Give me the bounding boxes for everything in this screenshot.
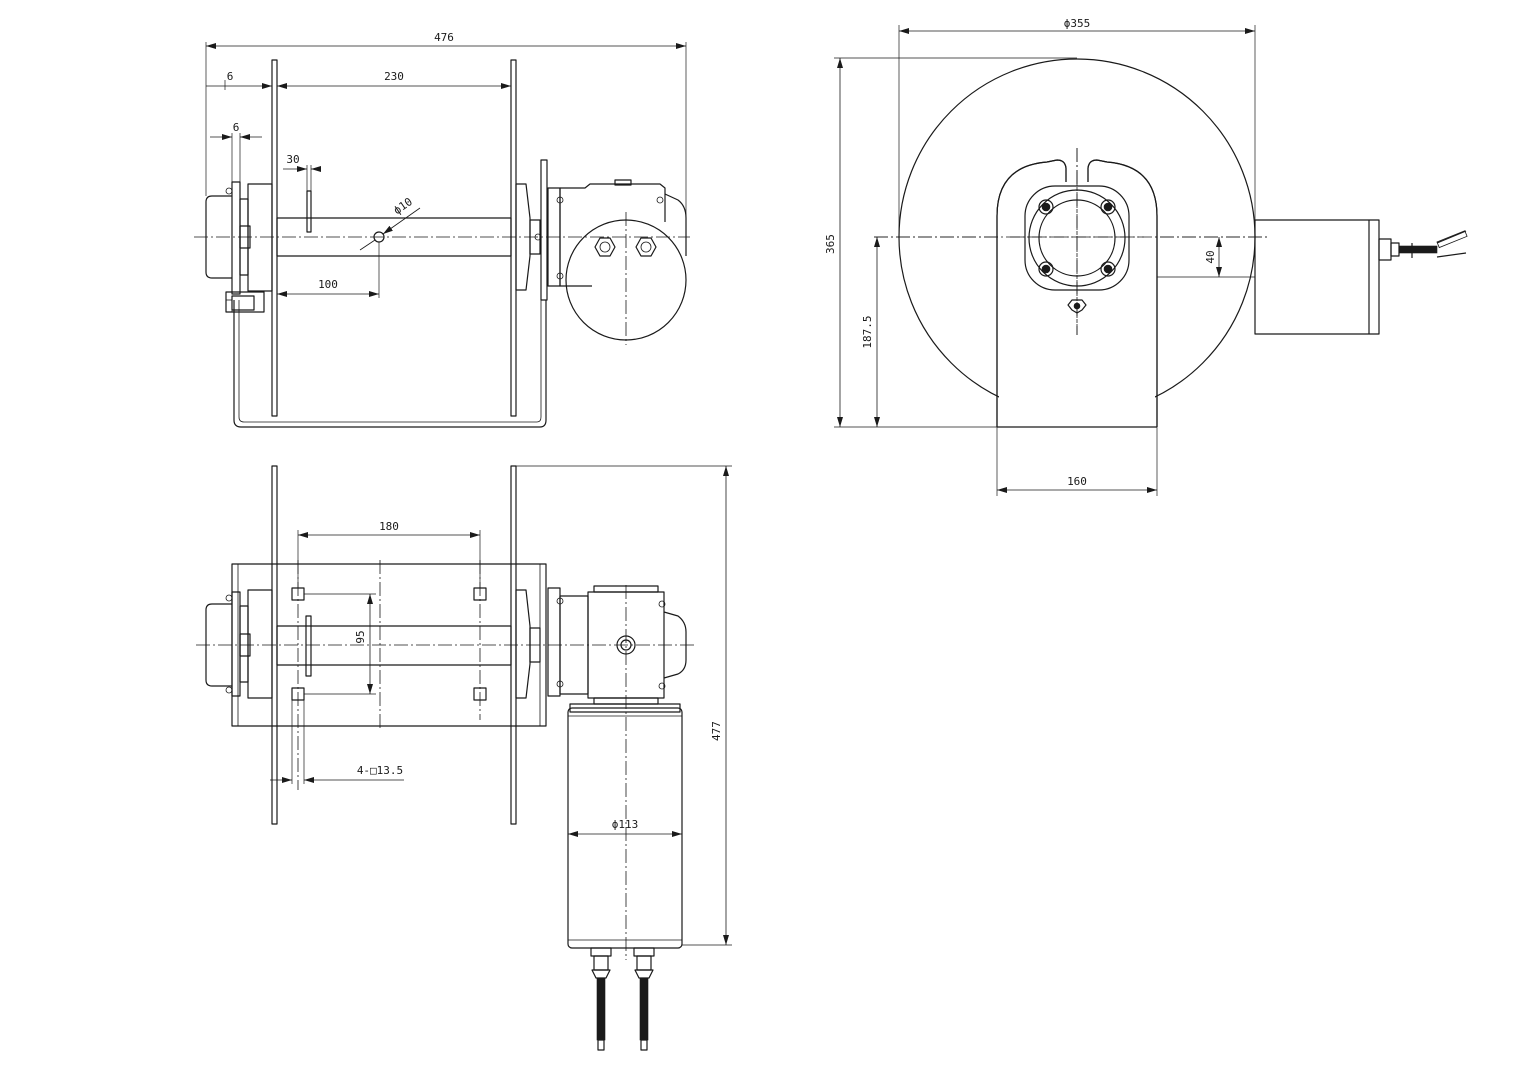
- drum-core-front: [276, 625, 512, 666]
- dim-motor-diameter: ϕ113: [612, 818, 639, 831]
- bottom-view: 180 95 4-□13.5 ϕ113 477: [196, 465, 732, 1051]
- gland-bolt-right: [635, 237, 657, 257]
- dim-drum-diameter: ϕ355: [1064, 17, 1091, 30]
- flange-bolt: [1100, 261, 1116, 277]
- dim-mount-holes: 4-□13.5: [357, 764, 403, 777]
- top-view: 476 6 230 6 30 ϕ10 100: [194, 31, 690, 428]
- dim-bolt-spacing-y: 95: [354, 630, 367, 643]
- dim-base-width: 160: [1067, 475, 1087, 488]
- gearbox-shaft: [616, 635, 636, 655]
- slip-ring-hub: [247, 183, 273, 292]
- dim-overall-height: 365: [824, 234, 837, 254]
- cable-gland: [1378, 238, 1392, 261]
- dim-end-gap: 6: [227, 70, 234, 83]
- flange-bolt: [1038, 261, 1054, 277]
- cable-gland-right: [633, 947, 655, 1051]
- dim-slot: 30: [286, 153, 299, 166]
- right-flange: [510, 59, 517, 417]
- motor-body: [567, 707, 683, 949]
- motor-mount-plate: [540, 159, 548, 301]
- cable-slot: [306, 190, 312, 233]
- dim-axis-height: 187.5: [861, 315, 874, 348]
- gland-bolt-left: [594, 237, 616, 257]
- motor-housing: [1254, 219, 1380, 335]
- flange-bolt: [1100, 199, 1116, 215]
- drum-core: [276, 217, 512, 257]
- dim-overall-length: 477: [710, 721, 723, 741]
- side-view: ϕ355 365 187.5 160 40: [824, 17, 1468, 496]
- dim-flange-spacing: 230: [384, 70, 404, 83]
- flange-bolt: [1038, 199, 1054, 215]
- cable-gland-left: [590, 947, 612, 1051]
- wing-nut: [1067, 299, 1087, 314]
- gearbox: [559, 183, 666, 287]
- left-flange: [271, 59, 278, 417]
- dim-bolt-spacing-x: 180: [379, 520, 399, 533]
- base-frame: [233, 300, 547, 428]
- dim-overall-width: 476: [434, 31, 454, 44]
- dim-hole-offset: 100: [318, 278, 338, 291]
- dim-flange-thickness: 6: [233, 121, 240, 134]
- dim-motor-offset: 40: [1204, 250, 1217, 263]
